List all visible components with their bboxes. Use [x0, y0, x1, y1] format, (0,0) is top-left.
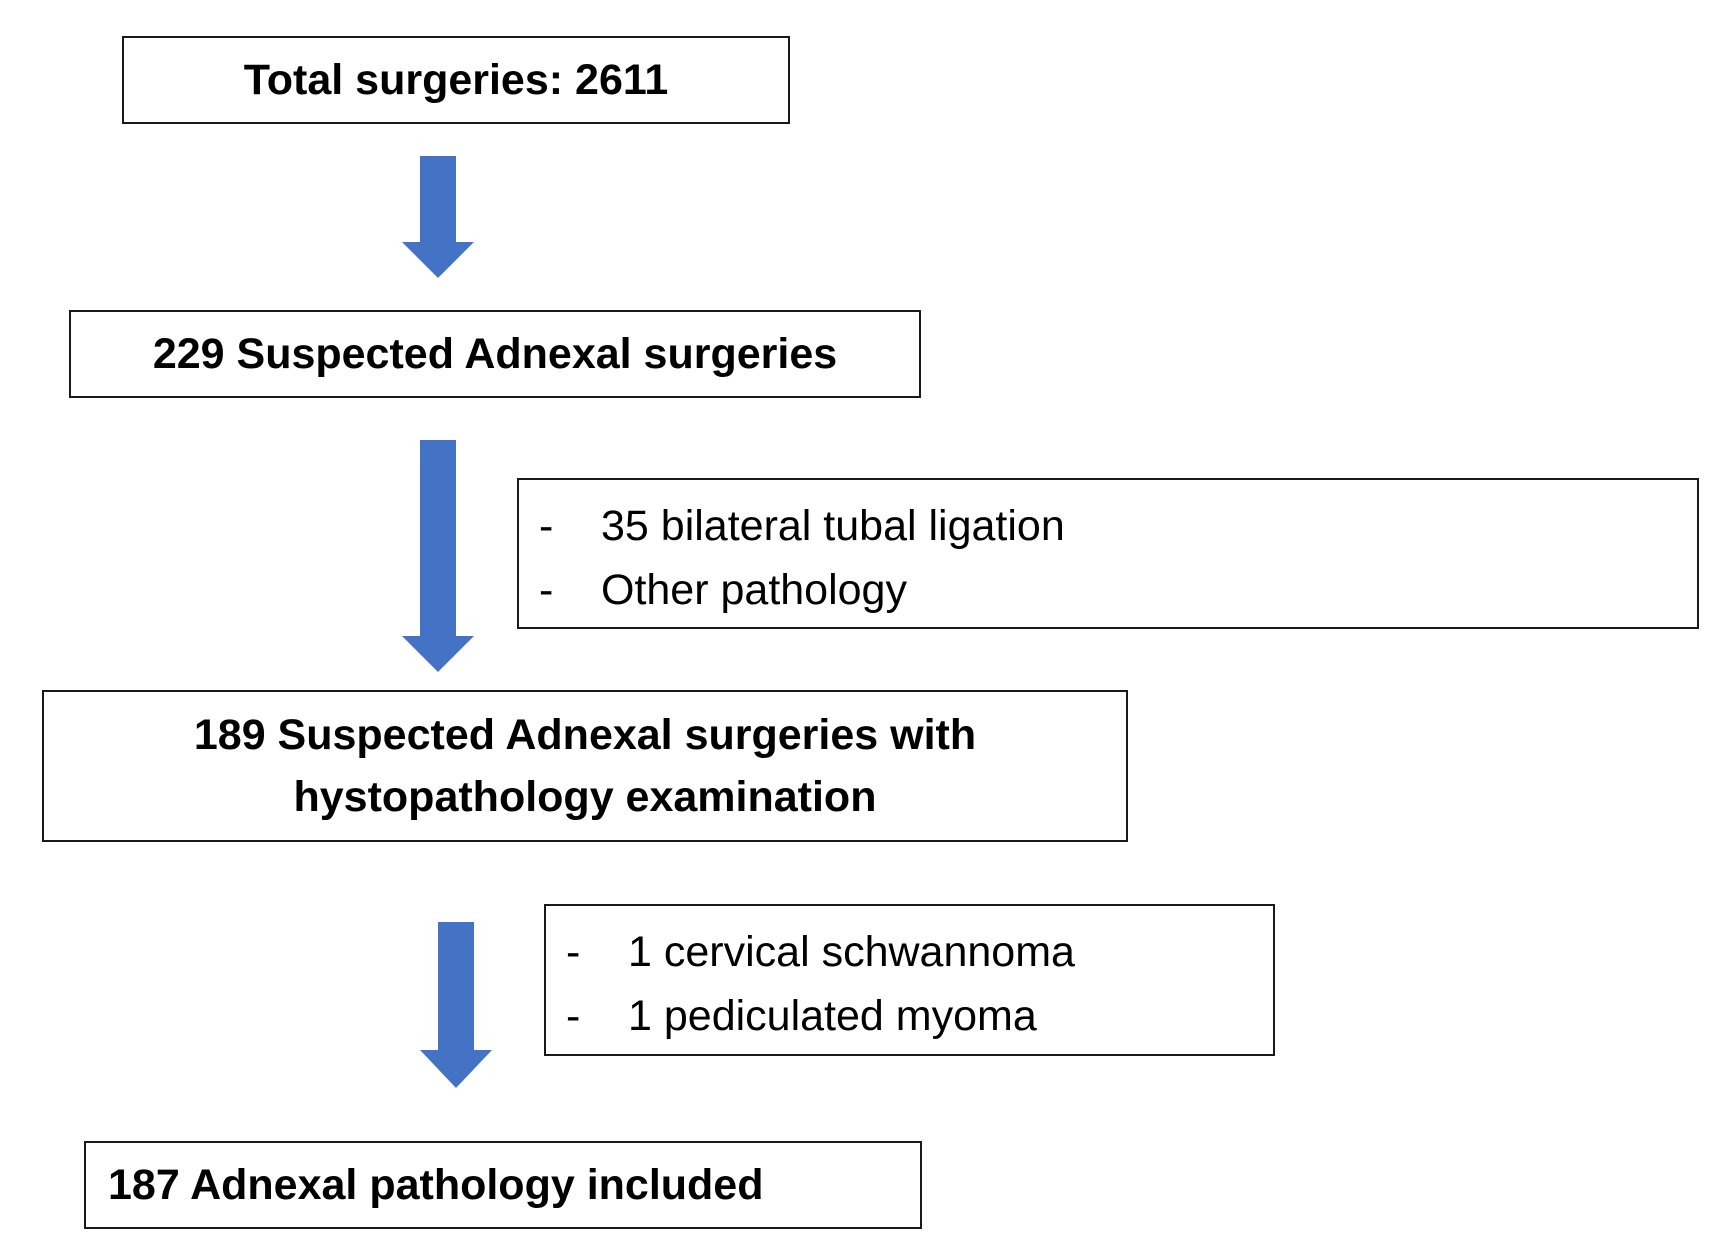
exclusion-item-text: 1 pediculated myoma: [628, 992, 1037, 1040]
box-histopathology-line-1: 189 Suspected Adnexal surgeries with: [193, 710, 977, 759]
exclusion-item: - Other pathology: [539, 558, 1677, 622]
down-arrow-1-icon: [402, 156, 474, 278]
bullet-dash: -: [566, 928, 581, 976]
box-histopathology-text: 189 Suspected Adnexal surgeries with hys…: [194, 704, 976, 829]
down-arrow-1: [402, 156, 474, 278]
exclusion-box-1: - 35 bilateral tubal ligation - Other pa…: [517, 478, 1699, 629]
exclusion-item: - 1 cervical schwannoma: [566, 920, 1253, 984]
down-arrow-2-icon: [402, 440, 474, 672]
down-arrow-2: [402, 440, 474, 672]
bullet-dash: -: [539, 566, 554, 614]
box-histopathology: 189 Suspected Adnexal surgeries with hys…: [42, 690, 1128, 842]
exclusion-list-1: - 35 bilateral tubal ligation - Other pa…: [539, 494, 1677, 622]
exclusion-list-2: - 1 cervical schwannoma - 1 pediculated …: [566, 920, 1253, 1048]
bullet-dash: -: [539, 502, 554, 550]
box-histopathology-line-2: hystopathology examination: [293, 773, 877, 821]
box-included-text: 187 Adnexal pathology included: [108, 1160, 764, 1209]
exclusion-box-2: - 1 cervical schwannoma - 1 pediculated …: [544, 904, 1275, 1056]
box-total-surgeries: Total surgeries: 2611: [122, 36, 790, 124]
exclusion-item: - 35 bilateral tubal ligation: [539, 494, 1677, 558]
down-arrow-3: [420, 922, 492, 1088]
exclusion-item-text: Other pathology: [601, 566, 907, 614]
box-total-surgeries-text: Total surgeries: 2611: [243, 55, 669, 104]
down-arrow-3-icon: [420, 922, 492, 1088]
box-included: 187 Adnexal pathology included: [84, 1141, 922, 1229]
exclusion-item: - 1 pediculated myoma: [566, 984, 1253, 1048]
box-suspected-surgeries-text: 229 Suspected Adnexal surgeries: [152, 329, 838, 378]
box-suspected-surgeries: 229 Suspected Adnexal surgeries: [69, 310, 921, 398]
bullet-dash: -: [566, 992, 581, 1040]
exclusion-item-text: 1 cervical schwannoma: [628, 928, 1075, 976]
exclusion-item-text: 35 bilateral tubal ligation: [601, 502, 1065, 550]
